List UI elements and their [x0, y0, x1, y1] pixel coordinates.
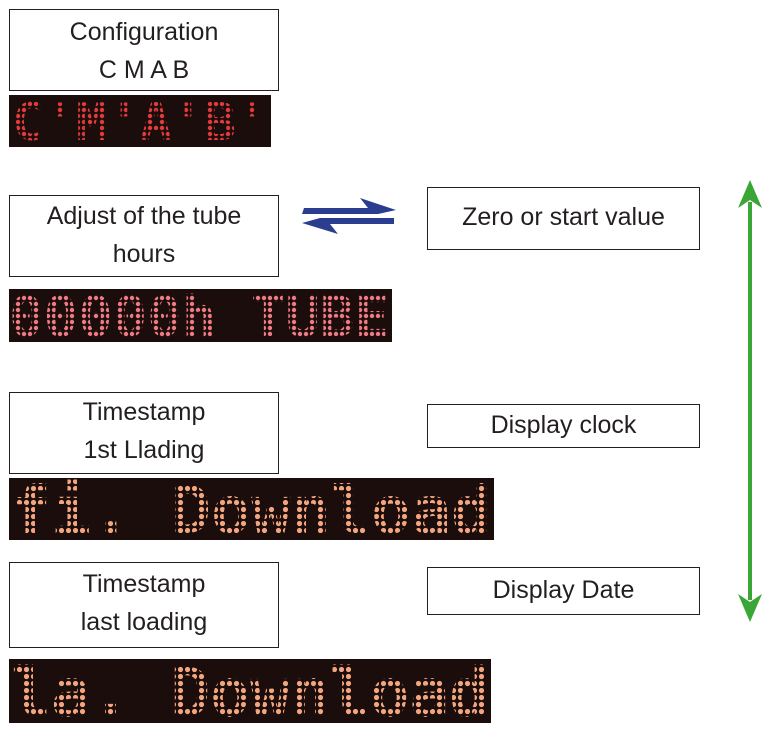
led-display-tube: 00000h TUBE	[9, 289, 392, 342]
configuration-label: Configuration	[69, 18, 219, 46]
display-clock-box: Display clock	[427, 404, 700, 448]
zero-start-box: Zero or start value	[427, 187, 700, 250]
tube-hours-label-1: Adjust of the tube	[46, 202, 242, 230]
last-loading-label-1: Timestamp	[82, 570, 206, 598]
configuration-box: Configuration C M A B	[9, 9, 279, 91]
led-display-config: C'M'A'B'	[9, 95, 271, 147]
led-display-last-download: la. Download	[9, 659, 491, 723]
tube-hours-label-2: hours	[112, 240, 176, 268]
led-first-download-text: fi. Download	[11, 478, 491, 540]
led-tube-text: 00000h TUBE	[9, 289, 389, 342]
last-loading-label-2: last loading	[80, 608, 208, 636]
first-loading-label-1: Timestamp	[82, 398, 206, 426]
zero-start-label: Zero or start value	[462, 203, 665, 231]
display-date-label: Display Date	[492, 576, 635, 604]
led-display-first-download: fi. Download	[9, 478, 494, 540]
led-last-download-text: la. Download	[11, 659, 489, 723]
display-clock-label: Display clock	[490, 411, 637, 439]
tube-hours-box: Adjust of the tube hours	[9, 195, 279, 277]
last-loading-box: Timestamp last loading	[9, 562, 279, 648]
arrow-right-icon	[302, 198, 396, 214]
configuration-code: C M A B	[98, 56, 190, 84]
first-loading-label-2: 1st Llading	[83, 436, 205, 464]
first-loading-box: Timestamp 1st Llading	[9, 392, 279, 474]
vertical-double-arrow-icon	[738, 180, 762, 622]
display-date-box: Display Date	[427, 567, 700, 615]
led-config-text: C'M'A'B'	[12, 95, 268, 147]
exchange-arrows-icon	[302, 198, 396, 234]
arrow-left-icon	[302, 218, 394, 234]
